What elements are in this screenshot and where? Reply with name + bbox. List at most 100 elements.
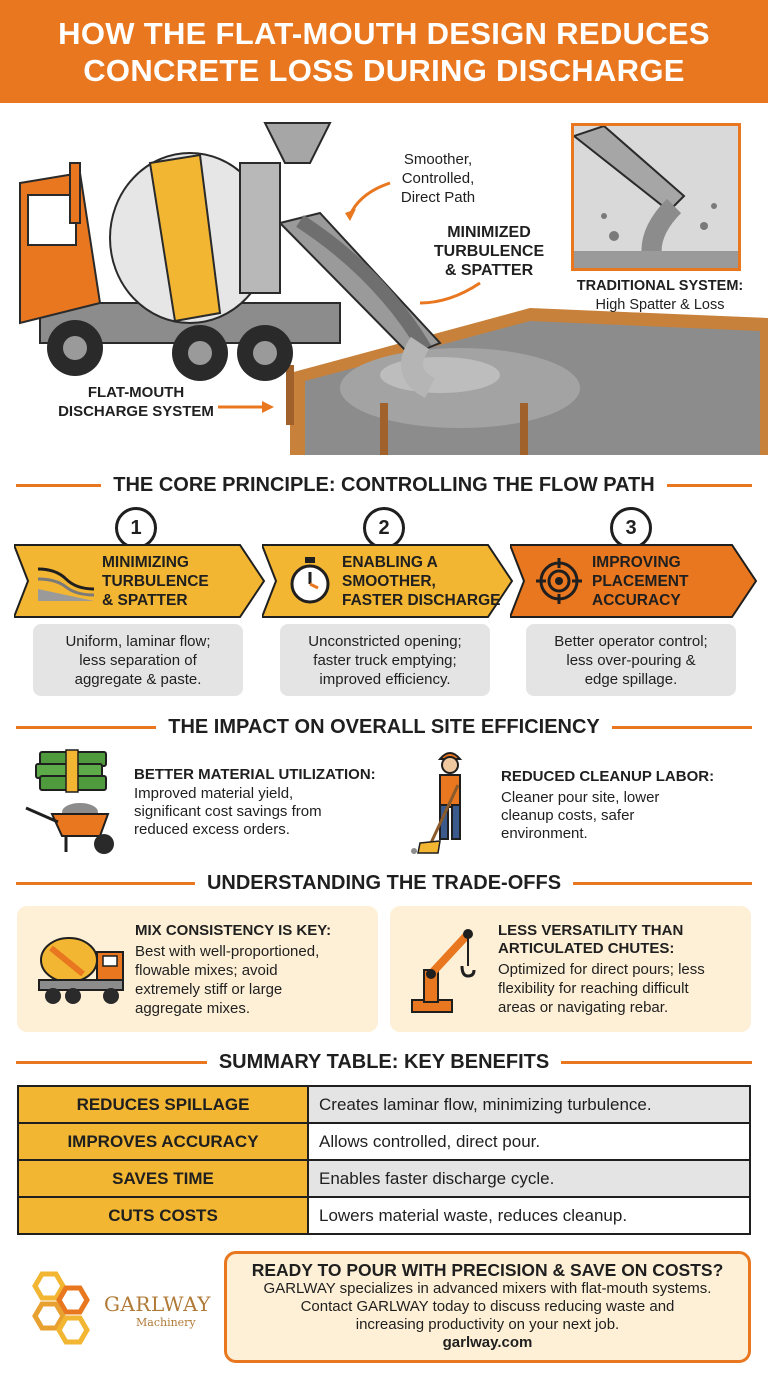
table-row: CUTS COSTS Lowers material waste, reduce… (17, 1196, 751, 1235)
page-title-line-1: HOW THE FLAT-MOUTH DESIGN REDUCES (58, 15, 710, 51)
tradeoff-card-versatility: LESS VERSATILITY THAN ARTICULATED CHUTES… (390, 906, 751, 1032)
table-row: SAVES TIME Enables faster discharge cycl… (17, 1159, 751, 1198)
step-1-label-line-2: TURBULENCE (102, 573, 209, 590)
callout-turbulence-line-3: & SPATTER (444, 262, 534, 279)
cta-body-line-2: Contact GARLWAY today to discuss reducin… (300, 1298, 675, 1315)
tradeoff-mix-head: MIX CONSISTENCY IS KEY: (135, 922, 332, 939)
tradeoff-versatility-line-3: areas or navigating rebar. (498, 999, 669, 1016)
table-row: REDUCES SPILLAGE Creates laminar flow, m… (17, 1085, 751, 1124)
core-principle-title: THE CORE PRINCIPLE: CONTROLLING THE FLOW… (113, 473, 655, 496)
traditional-chute-illustration (574, 126, 738, 268)
step-3-label-line-2: PLACEMENT (592, 573, 689, 590)
impact-material-line-2: significant cost savings from (134, 803, 322, 820)
page-header: HOW THE FLAT-MOUTH DESIGN REDUCES CONCRE… (0, 0, 768, 103)
callout-flat-mouth-system: FLAT-MOUTH DISCHARGE SYSTEM (46, 383, 226, 421)
step-2-label-line-2: SMOOTHER, (342, 573, 436, 590)
hero-illustration: Smoother, Controlled, Direct Path MINIMI… (0, 103, 768, 455)
tradeoff-card-mix: MIX CONSISTENCY IS KEY: Best with well-p… (17, 906, 378, 1032)
tradeoff-versatility-head-line-1: LESS VERSATILITY THAN (498, 922, 684, 939)
callout-direct-path-line-3: Direct Path (400, 189, 476, 206)
heading-rule-left (16, 483, 102, 487)
hexagon-logo-icon (32, 1271, 90, 1345)
step-1-desc-line-1: Uniform, laminar flow; (65, 632, 211, 650)
step-description-3: Better operator control; less over-pouri… (526, 624, 736, 696)
step-3-desc-line-3: edge spillage. (584, 670, 678, 688)
impact-cleanup-head: REDUCED CLEANUP LABOR: (501, 768, 715, 785)
impact-material-line-3: reduced excess orders. (134, 821, 290, 838)
tradeoff-versatility-head: LESS VERSATILITY THAN ARTICULATED CHUTES… (498, 922, 683, 958)
impact-material-body: Improved material yield, significant cos… (134, 785, 322, 839)
table-row: IMPROVES ACCURACY Allows controlled, dir… (17, 1122, 751, 1161)
step-description-1: Uniform, laminar flow; less separation o… (33, 624, 243, 696)
heading-rule-left (16, 725, 157, 729)
table-value-cell: Allows controlled, direct pour. (307, 1122, 751, 1161)
step-1-label-line-3: & SPATTER (102, 592, 188, 609)
tradeoff-mix-line-3: extremely stiff or large (135, 981, 283, 998)
tradeoff-versatility-line-2: flexibility for reaching difficult (498, 980, 689, 997)
logo-brand-sub: Machinery (136, 1316, 196, 1329)
impact-cleanup-line-1: Cleaner pour site, lower (501, 789, 660, 806)
impact-cleanup-line-2: cleanup costs, safer (501, 807, 635, 824)
mixer-truck-icon (38, 937, 124, 1004)
tradeoffs-heading: UNDERSTANDING THE TRADE-OFFS (16, 870, 752, 896)
money-wheelbarrow-icon (25, 749, 114, 854)
summary-heading: SUMMARY TABLE: KEY BENEFITS (16, 1049, 753, 1075)
table-value-cell: Creates laminar flow, minimizing turbule… (307, 1085, 751, 1124)
table-value-cell: Enables faster discharge cycle. (307, 1159, 751, 1198)
tradeoff-mix-line-2: flowable mixes; avoid (135, 962, 278, 979)
core-principle-heading: THE CORE PRINCIPLE: CONTROLLING THE FLOW… (16, 472, 752, 498)
flow-layers-icon (37, 567, 95, 601)
impact-cleanup-body: Cleaner pour site, lower cleanup costs, … (501, 789, 659, 843)
heading-rule-left (16, 881, 195, 885)
impact-cleanup-line-3: environment. (501, 825, 588, 842)
table-key-cell: IMPROVES ACCURACY (17, 1122, 309, 1161)
impact-title: THE IMPACT ON OVERALL SITE EFFICIENCY (168, 715, 600, 738)
step-2-label-line-3: FASTER DISCHARGE (342, 592, 501, 609)
tradeoff-versatility-line-1: Optimized for direct pours; less (498, 961, 705, 978)
step-3-desc-line-2: less over-pouring & (566, 651, 696, 669)
callout-flatmouth-line-2: DISCHARGE SYSTEM (58, 403, 214, 420)
callout-direct-path-line-2: Controlled, (401, 170, 475, 187)
tradeoffs-title: UNDERSTANDING THE TRADE-OFFS (206, 871, 562, 894)
tradeoff-mix-line-4: aggregate mixes. (135, 1000, 251, 1017)
step-2-label-line-1: ENABLING A (342, 554, 438, 571)
worker-sweeping-icon (411, 752, 463, 854)
callout-turbulence-line-1: MINIMIZED (447, 224, 531, 241)
table-key-cell: CUTS COSTS (17, 1196, 309, 1235)
traditional-system-title: TRADITIONAL SYSTEM: (576, 278, 744, 294)
step-2-desc-line-1: Unconstricted opening; (308, 632, 462, 650)
traditional-system-subtitle: High Spatter & Loss (595, 297, 725, 313)
table-value-cell: Lowers material waste, reduces cleanup. (307, 1196, 751, 1235)
call-to-action-box: READY TO POUR WITH PRECISION & SAVE ON C… (224, 1251, 751, 1363)
summary-table: REDUCES SPILLAGE Creates laminar flow, m… (17, 1085, 751, 1235)
tradeoff-versatility-body: Optimized for direct pours; less flexibi… (498, 960, 705, 1017)
step-3-label-line-1: IMPROVING (592, 554, 681, 571)
crane-arm-icon (411, 929, 476, 1013)
callout-minimized-turbulence: MINIMIZED TURBULENCE & SPATTER (424, 223, 554, 280)
tradeoff-mix-body: Best with well-proportioned, flowable mi… (135, 942, 319, 1018)
tradeoff-mix-line-1: Best with well-proportioned, (135, 943, 320, 960)
step-1-desc-line-2: less separation of (79, 651, 197, 669)
step-banner-3: IMPROVING PLACEMENT ACCURACY (510, 543, 758, 619)
target-icon (536, 558, 582, 604)
mixer-truck-illustration (19, 122, 768, 455)
cta-website-link[interactable]: garlway.com (442, 1334, 533, 1351)
step-2-desc-line-3: improved efficiency. (319, 670, 451, 688)
step-banner-2-shape (262, 544, 514, 618)
impact-material-line-1: Improved material yield, (134, 785, 294, 802)
heading-rule-right (666, 483, 752, 487)
cta-body: GARLWAY specializes in advanced mixers w… (227, 1280, 748, 1334)
heading-rule-left (16, 1060, 207, 1064)
tradeoff-versatility-head-line-2: ARTICULATED CHUTES: (498, 940, 675, 957)
step-banner-3-shape (510, 544, 758, 618)
page-title-line-2: CONCRETE LOSS DURING DISCHARGE (83, 52, 685, 88)
step-banner-2: ENABLING A SMOOTHER, FASTER DISCHARGE (262, 543, 514, 619)
cta-body-line-1: GARLWAY specializes in advanced mixers w… (263, 1280, 712, 1297)
callout-flatmouth-line-1: FLAT-MOUTH (87, 384, 185, 401)
callout-direct-path-line-1: Smoother, (403, 151, 473, 168)
step-banner-1: MINIMIZING TURBULENCE & SPATTER (14, 543, 266, 619)
stopwatch-icon (290, 557, 330, 604)
garlway-logo[interactable]: GARLWAY Machinery (22, 1270, 212, 1346)
step-3-desc-line-1: Better operator control; (554, 632, 708, 650)
heading-rule-right (561, 1060, 753, 1064)
